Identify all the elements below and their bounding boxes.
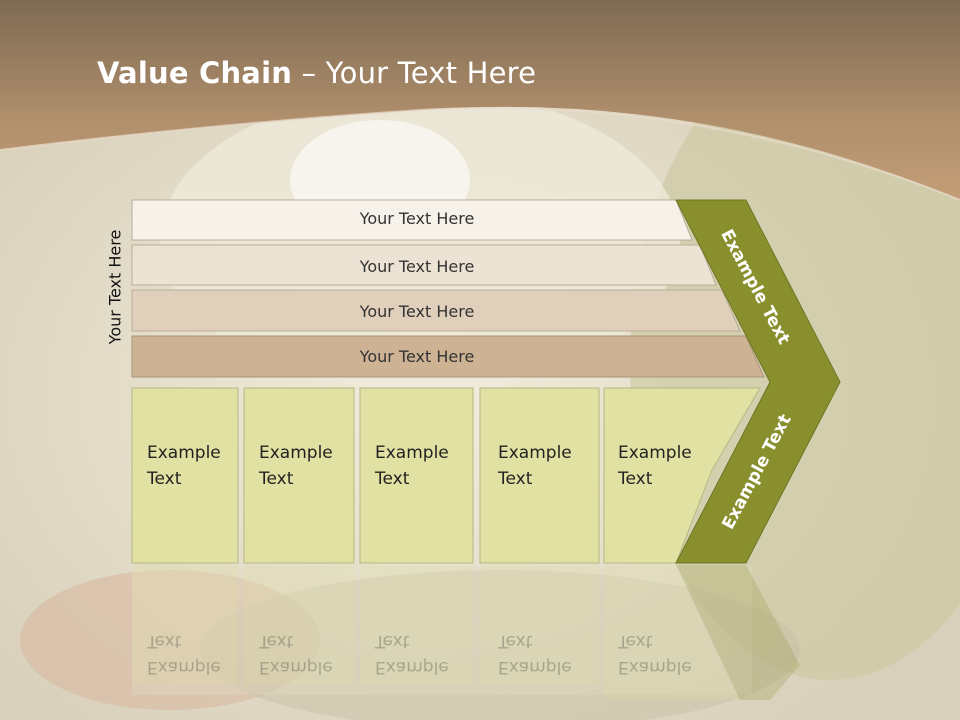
- cell-5-text: Example Text: [618, 443, 692, 489]
- cell-2-reflection: Example Text: [259, 631, 333, 677]
- cell-2-text: Example Text: [259, 443, 333, 489]
- title-rest: – Your Text Here: [292, 56, 537, 90]
- bar-4-label: Your Text Here: [359, 347, 475, 366]
- bar-2: [131, 244, 717, 286]
- cell-4-text: Example Text: [498, 443, 572, 489]
- cell-5: [603, 387, 761, 564]
- bar-3-label: Your Text Here: [359, 302, 475, 321]
- bar-2-label: Your Text Here: [359, 257, 475, 276]
- cell-1-reflection: Example Text: [147, 631, 221, 677]
- cell-4-reflection: Example Text: [498, 631, 572, 677]
- cell-3-reflection: Example Text: [375, 631, 449, 677]
- cell-5-reflection: Example Text: [618, 631, 692, 677]
- title-bold: Value Chain: [97, 56, 293, 90]
- cell-3: [359, 387, 474, 564]
- bar-4: [131, 335, 765, 378]
- cell-2: [243, 387, 355, 564]
- bar-1-label: Your Text Here: [359, 209, 475, 228]
- cell-reflections: [132, 565, 800, 700]
- slide-title: Value Chain – Your Text Here: [97, 56, 536, 90]
- cell-4: [479, 387, 600, 564]
- chevron-arrow: [675, 199, 841, 564]
- cell-3-text: Example Text: [375, 443, 449, 489]
- bar-1: [131, 199, 693, 241]
- cell-1-text: Example Text: [147, 443, 221, 489]
- bar-3: [131, 289, 741, 332]
- cell-1: [131, 387, 239, 564]
